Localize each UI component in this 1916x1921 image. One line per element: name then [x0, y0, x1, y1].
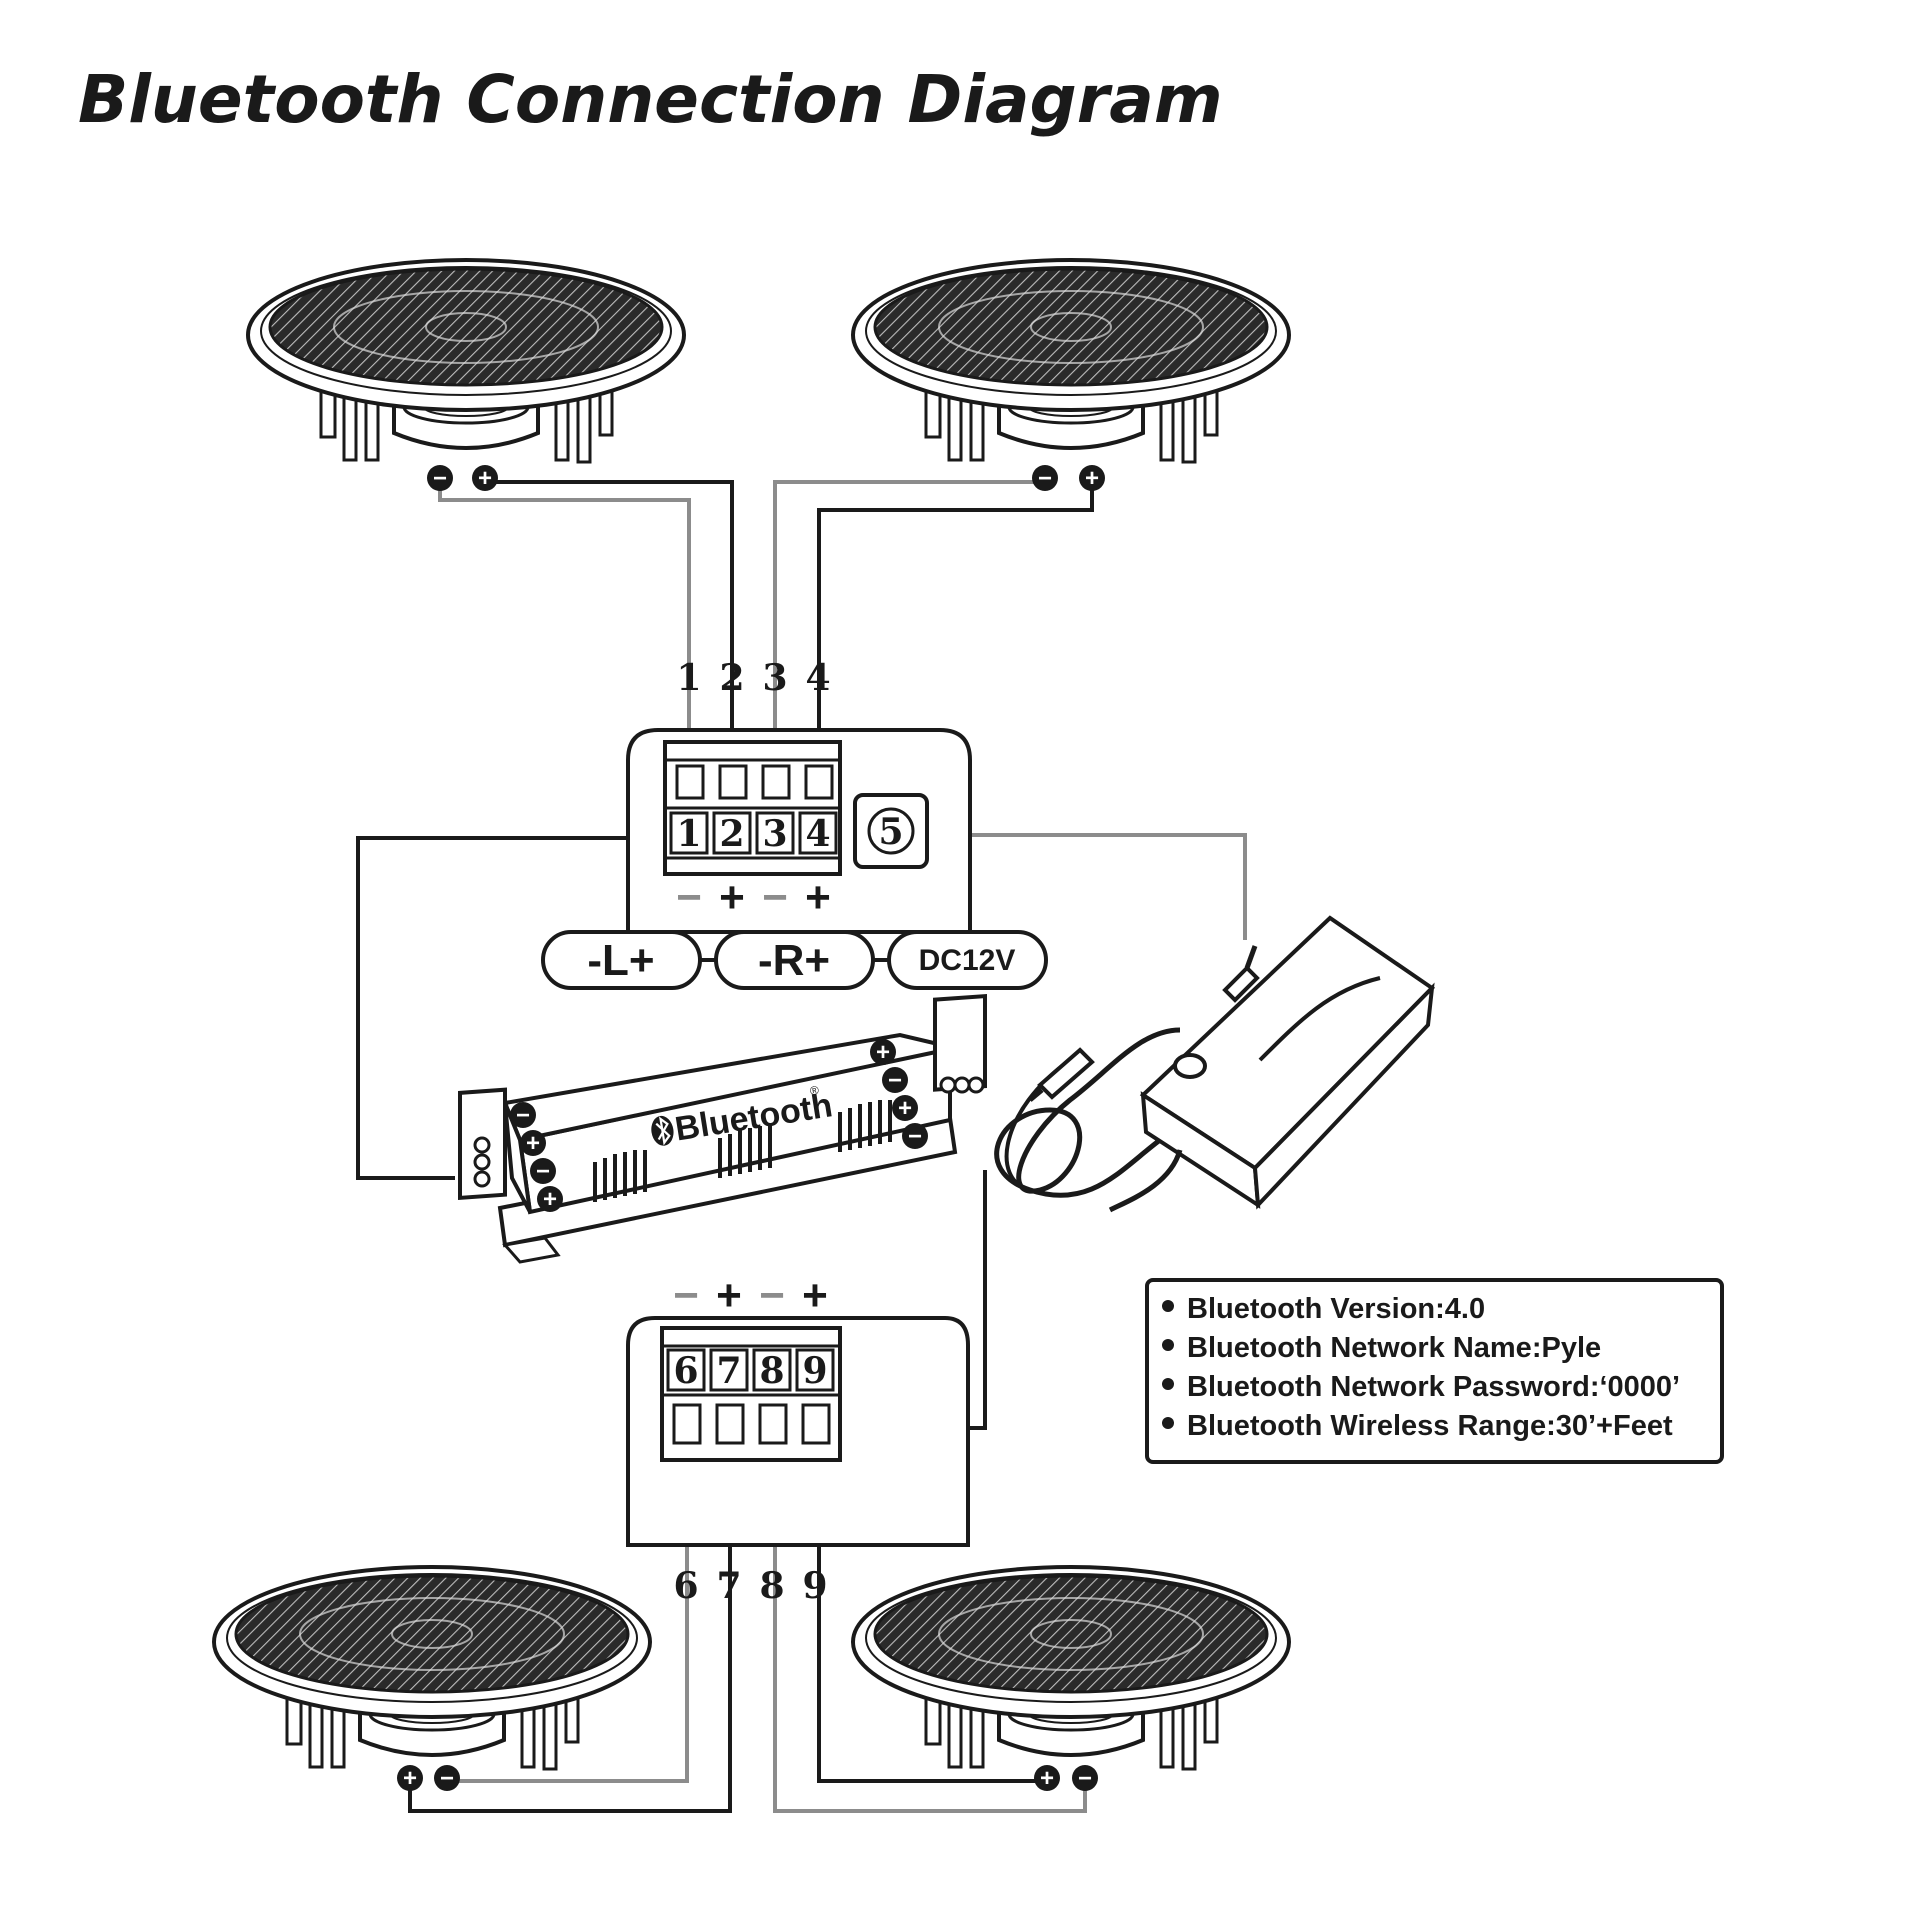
polarity-sign: +	[802, 1271, 828, 1320]
info-item-network-name: Bluetooth Network Name:Pyle	[1187, 1332, 1601, 1364]
terminal-sign: +	[403, 1765, 417, 1792]
amp-sign: +	[526, 1130, 540, 1157]
terminal-sign: −	[433, 465, 447, 492]
wire-number-3: 3	[762, 657, 787, 699]
wire-number-8: 8	[759, 1565, 784, 1607]
terminal-label-8: 8	[759, 1350, 784, 1392]
left-channel-label: -L+	[587, 936, 654, 985]
speaker-bottom-right	[851, 1565, 1291, 1771]
amp-sign: +	[876, 1039, 890, 1066]
terminal-label-7: 7	[716, 1350, 741, 1392]
terminal-pair-top-right: − +	[1032, 465, 1105, 492]
wire-number-7: 7	[716, 1565, 741, 1607]
speaker-top-left	[246, 258, 686, 464]
polarity-sign: +	[719, 873, 745, 922]
speaker-top-right	[851, 258, 1291, 464]
wire-number-6: 6	[673, 1565, 698, 1607]
right-channel-label: -R+	[758, 936, 830, 985]
top-terminal-block: 1 2 3 4 1 2 3 4 − + − + 5	[626, 657, 972, 934]
terminal-sign: +	[1040, 1765, 1054, 1792]
terminal-sign: −	[440, 1765, 454, 1792]
wire-8	[773, 1430, 1087, 1813]
terminal-label-6: 6	[673, 1350, 698, 1392]
polarity-sign: −	[673, 1271, 699, 1320]
terminal-label-1: 1	[676, 813, 701, 855]
speaker-bottom-left	[212, 1565, 652, 1771]
wire-number-4: 4	[805, 657, 830, 699]
info-item-version: Bluetooth Version:4.0	[1187, 1293, 1485, 1325]
power-adapter	[994, 915, 1436, 1213]
wire-5-power	[912, 833, 1247, 940]
amp-sign: +	[898, 1095, 912, 1122]
info-box: Bluetooth Version:4.0 Bluetooth Network …	[1145, 1278, 1724, 1464]
polarity-sign: −	[676, 873, 702, 922]
terminal-label-2: 2	[719, 813, 744, 855]
bluetooth-icon	[651, 1115, 674, 1146]
terminal-sign: −	[1078, 1765, 1092, 1792]
terminal-pair-top-left: − +	[427, 465, 498, 492]
bluetooth-amplifier: − + − + + − + − Bluetooth ®	[458, 993, 987, 1264]
amp-sign: −	[536, 1158, 550, 1185]
wire-2	[483, 478, 734, 760]
bottom-terminal-block: 6 7 8 9 − + − + 6 7 8 9	[626, 1271, 970, 1607]
channel-labels: -L+ -R+ DC12V	[541, 930, 1048, 990]
terminal-sign: −	[1038, 465, 1052, 492]
wire-number-2: 2	[719, 657, 744, 699]
terminal-pair-bottom-right: + −	[1034, 1765, 1098, 1792]
amp-left-signs: − + − +	[510, 1102, 563, 1213]
power-pill	[887, 930, 1048, 990]
polarity-sign: +	[805, 873, 831, 922]
amp-sign: −	[516, 1102, 530, 1129]
terminal-label-4: 4	[805, 813, 830, 855]
power-terminal-label: 5	[878, 811, 903, 853]
terminal-sign: +	[1085, 465, 1099, 492]
wire-number-9: 9	[802, 1565, 827, 1607]
amp-right-signs: + − + −	[870, 1039, 928, 1150]
terminal-label-9: 9	[802, 1350, 827, 1392]
amp-sign: −	[888, 1067, 902, 1094]
terminal-sign: +	[478, 465, 492, 492]
amp-sign: +	[543, 1186, 557, 1213]
polarity-sign: −	[762, 873, 788, 922]
wire-1	[438, 478, 691, 760]
speaker-terminals: − + − + + − + −	[397, 465, 1105, 1792]
wire-4	[817, 478, 1094, 760]
terminal-label-3: 3	[762, 813, 787, 855]
page-title: Bluetooth Connection Diagram	[78, 61, 1223, 138]
power-label: DC12V	[919, 944, 1016, 977]
amp-sign: −	[908, 1123, 922, 1150]
polarity-sign: −	[759, 1271, 785, 1320]
registered-mark: ®	[809, 1083, 820, 1098]
wire-7	[408, 1430, 732, 1813]
wire-top-to-amp	[356, 836, 628, 1180]
wire-3	[773, 478, 1047, 760]
wire-amp-to-bottom	[968, 1170, 987, 1430]
terminal-pair-bottom-left: + −	[397, 1765, 460, 1792]
info-item-range: Bluetooth Wireless Range:30’+Feet	[1187, 1410, 1673, 1442]
info-item-password: Bluetooth Network Password:‘0000’	[1187, 1371, 1680, 1403]
wire-number-1: 1	[676, 657, 701, 699]
polarity-sign: +	[716, 1271, 742, 1320]
